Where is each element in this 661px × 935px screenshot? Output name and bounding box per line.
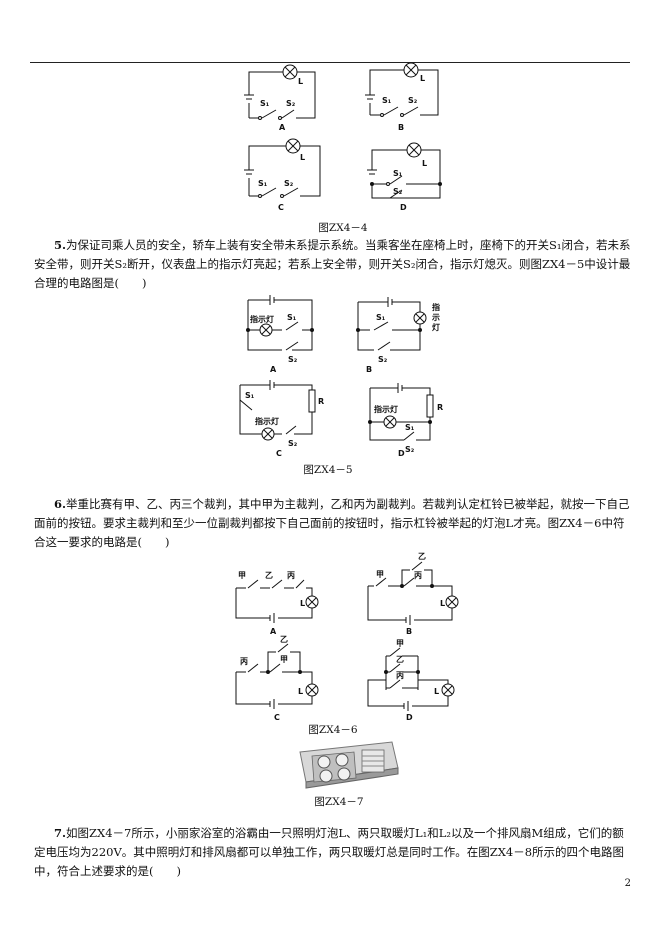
svg-text:D: D: [406, 713, 413, 722]
svg-text:指: 指: [432, 302, 440, 312]
svg-text:指示灯: 指示灯: [250, 314, 274, 324]
circuit-d: 指示灯 R S₁ S₂ D: [368, 383, 443, 458]
circuit-b: L S₁ S₂ B: [365, 62, 439, 132]
figure-caption-zx4-7: 图ZX4－7: [314, 796, 364, 808]
question-5: 5.为保证司乘人员的安全，轿车上装有安全带未系提示系统。当乘客坐在座椅上时，座椅…: [34, 236, 634, 293]
svg-text:丙: 丙: [287, 571, 295, 580]
svg-text:指示灯: 指示灯: [374, 404, 398, 414]
circuit-c: L S₁ S₂ C: [244, 138, 321, 212]
question-6-text: 举重比赛有甲、乙、丙三个裁判，其中甲为主裁判，乙和丙为副裁判。若裁判认定杠铃已被…: [34, 497, 630, 549]
figure-caption-zx4-5: 图ZX4－5: [303, 464, 353, 476]
svg-text:L: L: [300, 599, 305, 608]
circuit-b: 甲 乙 丙 L B: [367, 552, 459, 636]
svg-text:丙: 丙: [240, 657, 248, 666]
svg-text:S₁: S₁: [258, 179, 268, 188]
svg-text:L: L: [420, 74, 425, 83]
question-5-number: 5.: [54, 238, 67, 252]
question-7: 7.如图ZX4－7所示，小丽家浴室的浴霸由一只照明灯泡L、两只取暖灯L₁和L₂以…: [34, 824, 634, 881]
circuit-a: 指示灯 S₁ S₂ A: [246, 295, 314, 374]
circuit-d: L S₁ S₂ D: [367, 142, 442, 212]
header-rule: [30, 62, 630, 63]
svg-text:C: C: [276, 449, 282, 458]
svg-text:A: A: [270, 627, 277, 636]
figure-zx4-5: 指示灯 S₁ S₂ A S₁ S₂ 指 示 灯 B S₁ R 指示灯 S₂ C: [239, 295, 443, 458]
circuit-c: S₁ R 指示灯 S₂ C: [239, 380, 324, 458]
circuit-c: 丙 乙 甲 L C: [235, 635, 319, 722]
svg-text:L: L: [300, 153, 305, 162]
svg-text:S₂: S₂: [284, 179, 294, 188]
svg-text:A: A: [270, 365, 277, 374]
svg-text:D: D: [398, 449, 405, 458]
page-number: 2: [624, 878, 631, 889]
svg-text:丙: 丙: [414, 571, 422, 580]
figure-caption-zx4-6: 图ZX4－6: [308, 724, 358, 736]
svg-text:甲: 甲: [376, 570, 384, 579]
svg-text:灯: 灯: [432, 322, 440, 332]
svg-text:L: L: [440, 599, 445, 608]
svg-text:S₂: S₂: [288, 355, 298, 364]
svg-text:C: C: [274, 713, 280, 722]
svg-text:S₁: S₁: [376, 313, 386, 322]
circuit-d: 甲 乙 丙 L D: [367, 639, 455, 722]
circuit-a: 甲 乙 丙 L A: [235, 571, 319, 636]
figure-zx4-4: L S₁ S₂ A L S₁ S₂ B L S₁ S₂ C: [244, 62, 442, 212]
question-7-number: 7.: [54, 826, 67, 840]
svg-text:甲: 甲: [396, 639, 404, 648]
svg-text:R: R: [318, 397, 324, 406]
svg-text:S₂: S₂: [288, 439, 298, 448]
svg-text:C: C: [278, 203, 284, 212]
svg-text:乙: 乙: [265, 571, 273, 580]
svg-text:L: L: [434, 687, 439, 696]
svg-text:S₁: S₁: [393, 169, 403, 178]
svg-text:S₁: S₁: [287, 313, 297, 322]
svg-text:S₂: S₂: [393, 187, 403, 196]
question-5-text: 为保证司乘人员的安全，轿车上装有安全带未系提示系统。当乘客坐在座椅上时，座椅下的…: [34, 238, 631, 290]
svg-text:R: R: [437, 403, 443, 412]
svg-text:示: 示: [431, 313, 440, 322]
svg-text:S₂: S₂: [286, 99, 296, 108]
svg-text:S₂: S₂: [378, 355, 388, 364]
figure-zx4-6: 甲 乙 丙 L A 甲 乙 丙 L B 丙 乙 甲 L C: [235, 552, 459, 722]
question-7-text: 如图ZX4－7所示，小丽家浴室的浴霸由一只照明灯泡L、两只取暖灯L₁和L₂以及一…: [34, 826, 625, 878]
svg-text:B: B: [406, 627, 412, 636]
circuit-b: S₁ S₂ 指 示 灯 B: [356, 297, 440, 374]
bath-heater-image: [299, 741, 399, 789]
svg-text:乙: 乙: [280, 635, 288, 644]
svg-text:L: L: [298, 687, 303, 696]
svg-text:丙: 丙: [396, 671, 404, 680]
svg-text:S₁: S₁: [260, 99, 270, 108]
svg-text:S₁: S₁: [245, 391, 255, 400]
svg-text:S₂: S₂: [405, 445, 415, 454]
figure-caption-zx4-4: 图ZX4－4: [318, 222, 368, 234]
svg-text:S₁: S₁: [382, 96, 392, 105]
svg-text:L: L: [298, 77, 303, 86]
svg-text:指示灯: 指示灯: [255, 416, 279, 426]
question-6-number: 6.: [54, 497, 67, 511]
question-6: 6.举重比赛有甲、乙、丙三个裁判，其中甲为主裁判，乙和丙为副裁判。若裁判认定杠铃…: [34, 495, 634, 552]
svg-text:L: L: [422, 159, 427, 168]
svg-text:S₂: S₂: [408, 96, 418, 105]
svg-text:B: B: [398, 123, 404, 132]
svg-text:甲: 甲: [280, 655, 288, 664]
circuit-a: L S₁ S₂ A: [244, 64, 316, 132]
svg-text:甲: 甲: [238, 571, 246, 580]
svg-text:乙: 乙: [418, 552, 426, 561]
svg-text:乙: 乙: [396, 655, 404, 664]
svg-text:D: D: [400, 203, 407, 212]
svg-text:B: B: [366, 365, 372, 374]
svg-text:A: A: [279, 123, 286, 132]
svg-text:S₁: S₁: [405, 423, 415, 432]
